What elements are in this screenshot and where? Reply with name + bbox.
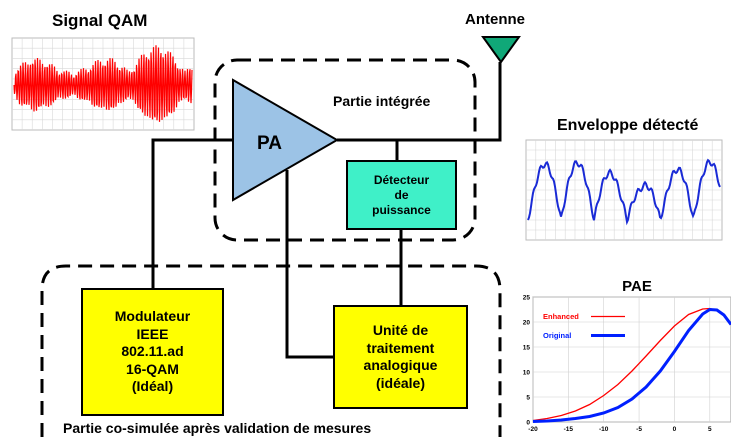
pae-y-tick-label: 15 <box>523 345 531 352</box>
power-detector-box: Détecteur de puissance <box>346 160 457 230</box>
power-detector-label: Détecteur de puissance <box>372 172 431 217</box>
qam-signal-trace <box>13 45 193 122</box>
envelope-plot <box>525 139 723 241</box>
modulator-label: Modulateur IEEE 802.11.ad 16-QAM (Idéal) <box>114 308 191 395</box>
cosim-region <box>40 264 502 437</box>
pa-label: PA <box>257 133 282 154</box>
pae-y-tick-label: 20 <box>523 320 531 327</box>
pae-x-tick-label: 0 <box>673 426 677 433</box>
pae-chart: PAE -20 -15 -10 -5 0 5 0 5 10 15 20 25EnhancedOrigin… <box>523 278 731 433</box>
antenna-icon <box>481 36 521 64</box>
signal-wires <box>151 62 502 359</box>
envelope-title: Enveloppe détecté <box>557 117 699 134</box>
pae-x-tick-label: -10 <box>599 426 609 433</box>
signal-qam-title: Signal QAM <box>52 11 148 30</box>
pae-x-tick-label: 5 <box>708 426 712 433</box>
envelope-trace <box>527 158 721 226</box>
pae-legend-label: Original <box>543 331 571 340</box>
pae-x-tick-label: -15 <box>564 426 574 433</box>
pae-y-tick-label: 5 <box>526 395 530 402</box>
pae-legend-label: Enhanced <box>543 312 579 321</box>
pae-y-tick-label: 25 <box>523 295 531 302</box>
pae-y-tick-label: 10 <box>523 370 531 377</box>
processing-unit-box: Unité de traitement analogique (idéale) <box>333 305 468 409</box>
pae-y-tick-label: 0 <box>526 420 530 427</box>
pae-x-tick-label: -20 <box>528 426 538 433</box>
pa-amplifier-icon <box>232 78 340 202</box>
integrated-region <box>213 58 477 242</box>
integrated-part-label: Partie intégrée <box>333 93 431 109</box>
pae-chart-title: PAE <box>622 278 652 295</box>
antenna-label: Antenne <box>465 11 525 28</box>
pae-series-original <box>532 307 731 423</box>
cosim-part-label: Partie co-simulée après validation de me… <box>63 420 372 436</box>
pae-x-tick-label: -5 <box>636 426 642 433</box>
processing-unit-label: Unité de traitement analogique (idéale) <box>363 322 438 391</box>
qam-signal-plot <box>11 37 195 131</box>
modulator-box: Modulateur IEEE 802.11.ad 16-QAM (Idéal) <box>81 288 224 416</box>
